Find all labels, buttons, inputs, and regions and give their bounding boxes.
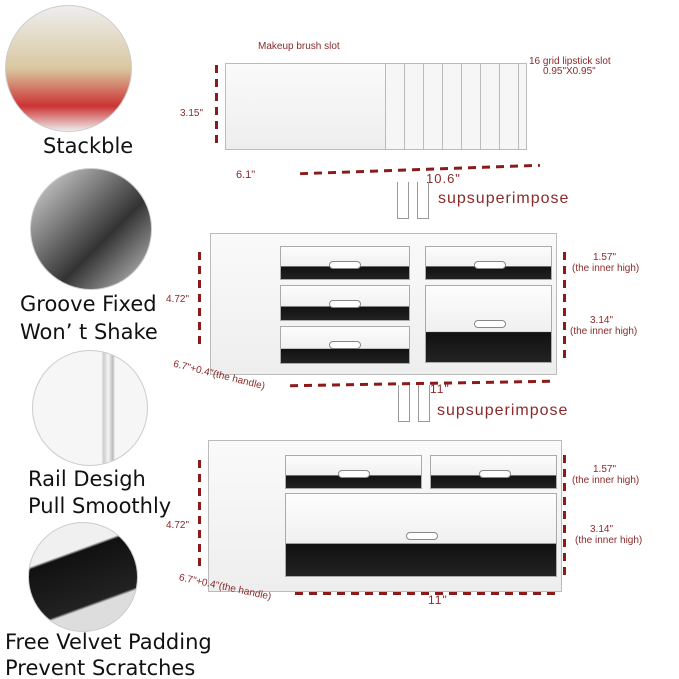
stackable-photo bbox=[5, 5, 132, 132]
top-tray-depth: 6.1" bbox=[236, 169, 256, 181]
middle-small-height: 1.57" bbox=[593, 252, 617, 263]
middle-large-drawer bbox=[425, 285, 552, 363]
drawer-knob-icon bbox=[338, 470, 370, 478]
bottom-width: 11" bbox=[428, 593, 448, 607]
bottom-small-height: 1.57" bbox=[593, 464, 617, 475]
rail-photo bbox=[32, 350, 148, 466]
bottom-small-note: (the inner high) bbox=[572, 475, 640, 486]
bottom-small-drawer bbox=[285, 455, 422, 489]
stack-down-arrow-icon bbox=[398, 385, 410, 422]
feature-caption-velvet-2: Prevent Scratches bbox=[5, 656, 196, 679]
drawer-knob-icon bbox=[479, 470, 511, 478]
brush-slot-label: Makeup brush slot bbox=[258, 41, 340, 52]
stack-up-arrow-icon bbox=[418, 385, 430, 422]
bottom-large-height: 3.14" bbox=[590, 524, 614, 535]
drawer-knob-icon bbox=[406, 532, 438, 540]
top-tray-width: 10.6" bbox=[426, 171, 461, 186]
top-tray-height: 3.15" bbox=[180, 108, 204, 119]
drawer-knob-icon bbox=[329, 261, 361, 269]
middle-height: 4.72" bbox=[166, 294, 190, 305]
feature-caption-stackable: Stackble bbox=[43, 134, 134, 158]
drawer-knob-icon bbox=[474, 261, 506, 269]
drawer-knob-icon bbox=[329, 341, 361, 349]
bottom-large-note: (the inner high) bbox=[575, 535, 643, 546]
dimension-line bbox=[198, 460, 201, 570]
feature-caption-rail-2: Pull Smoothly bbox=[28, 494, 172, 518]
middle-small-drawer bbox=[280, 285, 410, 321]
dimension-line bbox=[563, 455, 566, 575]
lipstick-slot-label: 16 grid lipstick slot bbox=[529, 56, 611, 67]
feature-caption-velvet-1: Free Velvet Padding bbox=[5, 630, 212, 654]
stack-down-arrow-icon bbox=[397, 182, 409, 219]
top-tray-brush-section bbox=[225, 63, 387, 150]
dimension-line bbox=[300, 163, 540, 176]
dimension-line bbox=[295, 592, 555, 595]
groove-photo bbox=[30, 168, 152, 290]
stack-label: supsuperimpose bbox=[437, 402, 569, 419]
velvet-photo bbox=[28, 522, 138, 632]
feature-caption-groove-1: Groove Fixed bbox=[20, 292, 157, 316]
middle-small-drawer bbox=[280, 246, 410, 280]
stack-label: supsuperimpose bbox=[438, 190, 570, 207]
lipstick-slot-size: 0.95"X0.95" bbox=[543, 66, 596, 77]
feature-caption-groove-2: Won’ t Shake bbox=[20, 320, 158, 344]
middle-small-note: (the inner high) bbox=[572, 263, 640, 274]
top-tray-lipstick-grid bbox=[385, 63, 527, 150]
feature-caption-rail-1: Rail Desigh bbox=[28, 467, 146, 491]
middle-large-note: (the inner high) bbox=[570, 326, 638, 337]
bottom-large-drawer bbox=[285, 493, 557, 577]
middle-width: 11" bbox=[430, 382, 450, 396]
middle-large-height: 3.14" bbox=[590, 315, 614, 326]
middle-small-drawer bbox=[280, 326, 410, 364]
dimension-line bbox=[563, 252, 566, 362]
drawer-knob-icon bbox=[474, 320, 506, 328]
dimension-line bbox=[215, 65, 218, 145]
dimension-line bbox=[198, 252, 201, 347]
bottom-height: 4.72" bbox=[166, 520, 190, 531]
stack-up-arrow-icon bbox=[417, 182, 429, 219]
drawer-knob-icon bbox=[329, 300, 361, 308]
bottom-small-drawer bbox=[430, 455, 557, 489]
middle-small-drawer bbox=[425, 246, 552, 280]
